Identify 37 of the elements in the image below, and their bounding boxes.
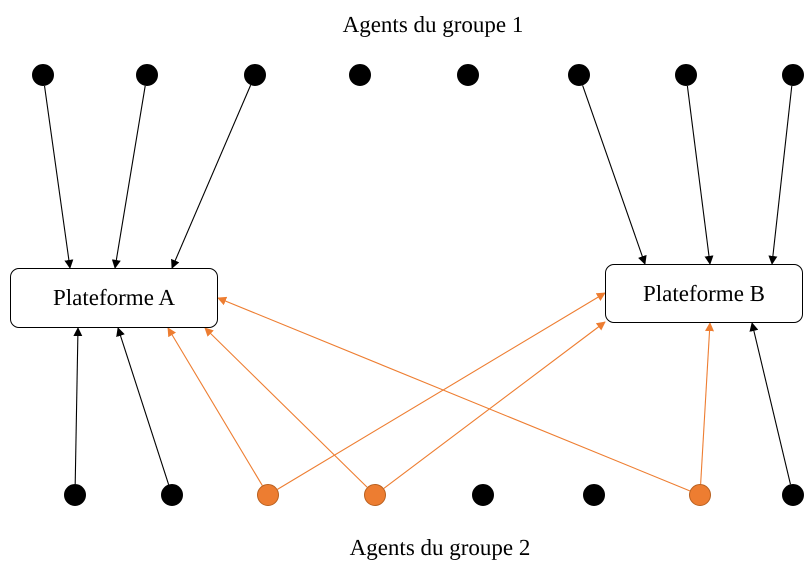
agent-dot (689, 484, 711, 506)
arrow (116, 327, 170, 485)
agent-dot (244, 64, 266, 86)
agent-dot (136, 64, 158, 86)
agent-dot (583, 484, 605, 506)
platform-label: Plateforme A (53, 285, 175, 311)
agent-dot (457, 64, 479, 86)
agent-dot (472, 484, 494, 506)
agent-dot (675, 64, 697, 86)
agent-dot (782, 64, 804, 86)
arrow (44, 86, 74, 269)
agent-dot (32, 64, 54, 86)
group-label: Agents du groupe 1 (342, 12, 524, 38)
arrow (383, 321, 606, 489)
arrow (204, 327, 368, 488)
agent-dot (349, 64, 371, 86)
arrow (750, 322, 791, 484)
arrow (171, 84, 252, 269)
arrow (686, 86, 714, 265)
arrow (73, 327, 82, 484)
agent-dot (568, 64, 590, 86)
group-label: Agents du groupe 2 (350, 535, 530, 561)
agent-dot (782, 484, 804, 506)
arrow (768, 86, 792, 265)
agent-dot (64, 484, 86, 506)
arrow (700, 322, 714, 484)
platform-label: Plateforme B (643, 280, 765, 306)
agent-dot (161, 484, 183, 506)
arrow (217, 296, 690, 492)
agent-dot (257, 484, 279, 506)
arrow (582, 85, 647, 265)
platform-box (10, 268, 218, 328)
arrow (112, 86, 146, 269)
platform-box (605, 264, 803, 323)
arrow (168, 327, 263, 486)
agent-dot (364, 484, 386, 506)
arrow (277, 292, 606, 490)
